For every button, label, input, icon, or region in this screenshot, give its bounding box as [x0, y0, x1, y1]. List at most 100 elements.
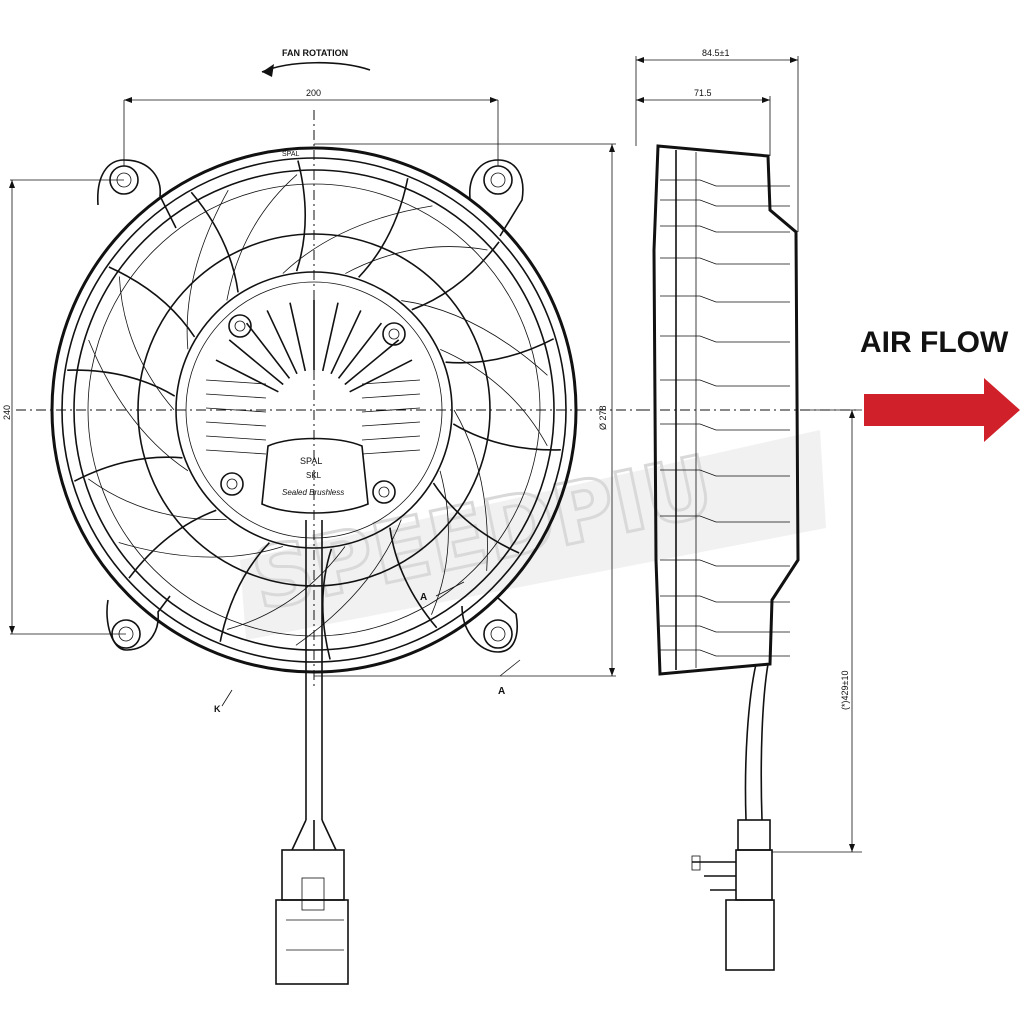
- shroud-ribs: [67, 160, 561, 660]
- hub-fin: [361, 407, 421, 413]
- shroud-rib: [295, 160, 307, 272]
- shroud-rib: [358, 178, 409, 278]
- mounting-tab-bottom-right: [461, 597, 518, 653]
- hub-motor: Sealed Brushless: [282, 488, 344, 497]
- hub-fin: [205, 393, 267, 399]
- shroud-rib: [452, 423, 561, 451]
- hub-fin: [228, 339, 284, 386]
- hub-model: SKL: [306, 471, 322, 480]
- section-k: K: [214, 704, 221, 714]
- side-rib: [660, 595, 790, 603]
- hub-fin: [361, 449, 421, 455]
- shroud-rib: [219, 542, 270, 642]
- dim-cable: (*)429±10: [840, 671, 850, 710]
- fan-rotation-arrowhead: [262, 64, 274, 77]
- side-rib: [660, 199, 790, 207]
- side-cable-right: [760, 663, 769, 821]
- side-connector-bottom: [725, 899, 775, 971]
- side-rib: [660, 559, 790, 567]
- front-view: SPAL SKL Sealed Brushless SPAL FAN ROTAT…: [2, 48, 640, 985]
- shroud-rib: [445, 338, 555, 364]
- fan-rotation-arc: [261, 61, 371, 73]
- shroud-rib: [73, 456, 183, 482]
- hub-fin: [361, 379, 421, 385]
- fan-blade: [401, 300, 548, 447]
- dim-240: 240: [2, 405, 12, 420]
- side-rib: [660, 225, 790, 233]
- fan-blade: [88, 276, 189, 472]
- hub-ring: [175, 271, 453, 549]
- shroud-rib: [321, 548, 333, 660]
- airflow-label: AIR FLOW: [860, 326, 1009, 359]
- side-rib: [660, 257, 790, 265]
- hub-ring-inner: [185, 281, 443, 539]
- inner-ring: [137, 233, 491, 587]
- mid-ring-inner: [87, 183, 541, 637]
- hub-fin: [349, 359, 413, 393]
- hub-brand: SPAL: [300, 456, 322, 466]
- dim-200: 200: [306, 88, 321, 98]
- hub-fin: [205, 407, 267, 413]
- side-rib: [660, 295, 790, 303]
- shroud-rib: [108, 266, 196, 338]
- side-rib: [660, 469, 790, 477]
- outer-ring: [50, 146, 578, 674]
- side-cable-left: [744, 663, 757, 821]
- shroud-rib: [389, 527, 438, 629]
- side-connector-top: [735, 849, 773, 901]
- hub-fin: [266, 310, 298, 375]
- fan-blade: [282, 205, 488, 274]
- hub-fin: [344, 339, 400, 386]
- side-ribs: [660, 179, 790, 657]
- section-a-lower: A: [498, 686, 505, 697]
- hub-fin: [337, 322, 383, 379]
- dim-71-5: 71.5: [694, 88, 712, 98]
- side-rib: [660, 379, 790, 387]
- airflow-indicator: AIR FLOW: [860, 326, 1020, 442]
- side-bolt: [692, 861, 736, 891]
- hub-fin: [205, 421, 267, 427]
- fan-blade: [186, 174, 298, 350]
- hub-fin: [330, 310, 362, 375]
- fan-blades: [88, 174, 548, 646]
- side-rib: [660, 179, 790, 187]
- shroud-rib: [190, 191, 239, 293]
- fan-blade: [431, 409, 488, 615]
- hub-fin: [205, 435, 267, 441]
- hub-fin: [245, 322, 291, 379]
- airflow-arrow-icon: [864, 378, 1020, 442]
- outer-ring-inner: [61, 157, 567, 663]
- fan-rotation-label: FAN ROTATION: [282, 48, 348, 58]
- hub-fin: [361, 435, 421, 441]
- side-rib: [660, 625, 790, 633]
- hub-fin: [361, 421, 421, 427]
- shroud-rib: [128, 509, 217, 579]
- shroud-rib: [67, 369, 176, 397]
- side-rib: [660, 515, 790, 523]
- mid-ring: [73, 169, 555, 651]
- side-rib: [660, 649, 790, 657]
- cable-front: [275, 520, 349, 985]
- shroud-rib: [411, 241, 500, 311]
- side-housing: [652, 144, 800, 676]
- hub-fin: [289, 302, 307, 372]
- hub-fin: [215, 359, 279, 393]
- hub-fins: [205, 300, 421, 455]
- side-rib: [660, 423, 790, 431]
- dim-84-5: 84.5±1: [702, 48, 729, 58]
- hub-fin: [321, 302, 339, 372]
- hub-screws: [220, 314, 406, 504]
- ring-text: SPAL: [282, 151, 299, 158]
- fan-blade: [88, 478, 283, 558]
- dim-278: Ø 278: [598, 405, 608, 430]
- fan-blade: [227, 519, 402, 646]
- hub-fin: [205, 449, 267, 455]
- shroud-rib: [432, 482, 520, 554]
- hub-fin: [361, 393, 421, 399]
- side-view: 84.5±1 71.5 (*)429±10: [635, 48, 862, 971]
- hub-fin: [205, 379, 267, 385]
- hub-label-plate: [261, 437, 369, 514]
- mounting-tab-top-right: [469, 159, 524, 237]
